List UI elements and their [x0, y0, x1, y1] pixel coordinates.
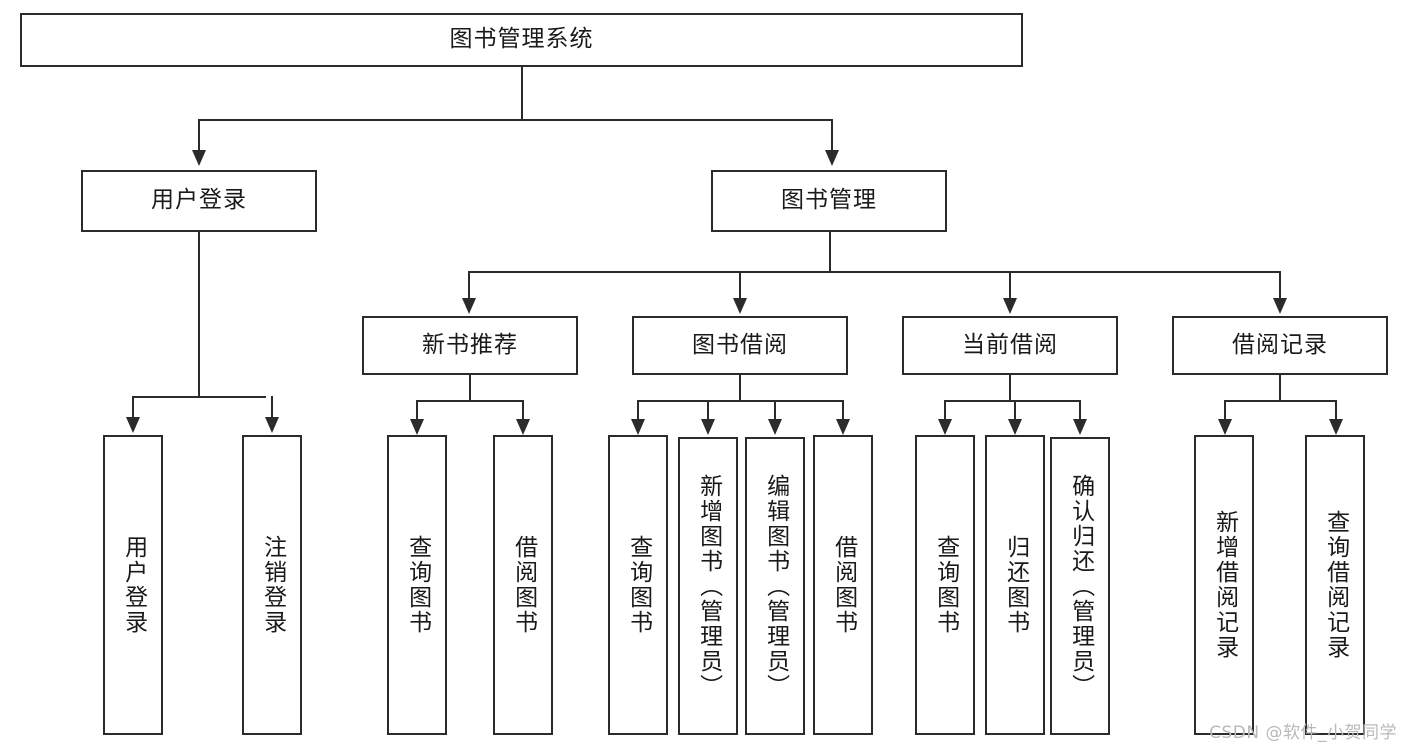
connector-book-borrow-stem	[739, 375, 741, 401]
connector-new-book-recommend-bus	[416, 400, 524, 402]
leaf-user-login[interactable]: 用户登录	[103, 435, 163, 735]
arrow-cb-to-leaf-1	[938, 419, 952, 435]
node-label: 当前借阅	[962, 331, 1058, 358]
node-label: 借阅图书	[830, 535, 857, 635]
arrow-nbr-to-leaf-2	[516, 419, 530, 435]
node-label: 新书推荐	[422, 331, 518, 358]
connector-bb-to-leaf-2	[707, 400, 709, 422]
node-label: 编辑图书（管理员）	[762, 473, 789, 699]
leaf-logout[interactable]: 注销登录	[242, 435, 302, 735]
node-label: 新增图书（管理员）	[695, 473, 722, 699]
leaf-add-borrow-record[interactable]: 新增借阅记录	[1194, 435, 1254, 735]
leaf-query-book-cb[interactable]: 查询图书	[915, 435, 975, 735]
node-label: 借阅记录	[1232, 331, 1328, 358]
leaf-confirm-return-admin[interactable]: 确认归还（管理员）	[1050, 437, 1110, 735]
connector-cb-to-leaf-2	[1014, 400, 1016, 422]
arrow-root-to-book-management	[825, 150, 839, 166]
connector-book-borrow-bus	[637, 400, 843, 402]
node-label: 查询图书	[625, 535, 652, 635]
node-label: 确认归还（管理员）	[1067, 473, 1094, 699]
node-book-management[interactable]: 图书管理	[711, 170, 947, 232]
node-label: 查询图书	[932, 535, 959, 635]
connector-root-bus	[198, 119, 833, 121]
connector-user-login-stem	[198, 232, 200, 397]
node-label: 图书借阅	[692, 331, 788, 358]
connector-nbr-to-leaf-1	[416, 400, 418, 422]
arrow-nbr-to-leaf-1	[410, 419, 424, 435]
connector-bb-to-leaf-1	[637, 400, 639, 422]
arrow-cb-to-leaf-2	[1008, 419, 1022, 435]
arrow-user-login-to-leaf-2	[265, 417, 279, 433]
connector-root-to-user-login	[198, 119, 200, 152]
connector-book-management-stem	[829, 232, 831, 272]
connector-to-book-borrow	[739, 271, 741, 300]
node-new-book-recommend[interactable]: 新书推荐	[362, 316, 578, 375]
node-label: 注销登录	[259, 535, 286, 635]
node-user-login[interactable]: 用户登录	[81, 170, 317, 232]
connector-user-login-to-leaf-2	[271, 396, 273, 419]
connector-new-book-recommend-stem	[469, 375, 471, 401]
arrow-user-login-to-leaf-1	[126, 417, 140, 433]
connector-bb-to-leaf-3	[774, 400, 776, 422]
connector-borrow-record-bus	[1224, 400, 1336, 402]
arrow-to-new-book-recommend	[462, 298, 476, 314]
connector-cb-to-leaf-3	[1079, 400, 1081, 422]
connector-current-borrow-stem	[1009, 375, 1011, 401]
leaf-edit-book-admin[interactable]: 编辑图书（管理员）	[745, 437, 805, 735]
connector-br-to-leaf-2	[1335, 400, 1337, 422]
node-label: 归还图书	[1002, 535, 1029, 635]
connector-nbr-to-leaf-2	[522, 400, 524, 422]
leaf-query-borrow-record[interactable]: 查询借阅记录	[1305, 435, 1365, 735]
connector-br-to-leaf-1	[1224, 400, 1226, 422]
arrow-bb-to-leaf-4	[836, 419, 850, 435]
node-label: 查询借阅记录	[1322, 510, 1349, 660]
node-current-borrow[interactable]: 当前借阅	[902, 316, 1118, 375]
connector-level3-bus	[468, 271, 1280, 273]
leaf-borrow-book-nbr[interactable]: 借阅图书	[493, 435, 553, 735]
connector-user-login-to-leaf-1	[132, 396, 134, 419]
arrow-bb-to-leaf-3	[768, 419, 782, 435]
leaf-add-book-admin[interactable]: 新增图书（管理员）	[678, 437, 738, 735]
connector-current-borrow-bus	[944, 400, 1080, 402]
connector-cb-to-leaf-1	[944, 400, 946, 422]
connector-to-current-borrow	[1009, 271, 1011, 300]
node-label: 用户登录	[120, 535, 147, 635]
arrow-bb-to-leaf-1	[631, 419, 645, 435]
node-label: 图书管理	[781, 187, 877, 214]
connector-bb-to-leaf-4	[842, 400, 844, 422]
node-book-borrow[interactable]: 图书借阅	[632, 316, 848, 375]
node-label: 用户登录	[151, 187, 247, 214]
node-borrow-record[interactable]: 借阅记录	[1172, 316, 1388, 375]
node-label: 图书管理系统	[449, 26, 594, 53]
connector-root-to-book-management	[831, 119, 833, 152]
connector-root-stem	[521, 67, 523, 119]
node-root-book-management-system[interactable]: 图书管理系统	[20, 13, 1023, 67]
node-label: 查询图书	[404, 535, 431, 635]
connector-user-login-bus	[132, 396, 266, 398]
arrow-to-current-borrow	[1003, 298, 1017, 314]
arrow-bb-to-leaf-2	[701, 419, 715, 435]
arrow-to-book-borrow	[733, 298, 747, 314]
connector-to-borrow-record	[1279, 271, 1281, 300]
leaf-query-book-nbr[interactable]: 查询图书	[387, 435, 447, 735]
node-label: 借阅图书	[510, 535, 537, 635]
leaf-borrow-book-bb[interactable]: 借阅图书	[813, 435, 873, 735]
node-label: 新增借阅记录	[1211, 510, 1238, 660]
leaf-return-book[interactable]: 归还图书	[985, 435, 1045, 735]
arrow-root-to-user-login	[192, 150, 206, 166]
arrow-br-to-leaf-2	[1329, 419, 1343, 435]
arrow-cb-to-leaf-3	[1073, 419, 1087, 435]
arrow-br-to-leaf-1	[1218, 419, 1232, 435]
arrow-to-borrow-record	[1273, 298, 1287, 314]
connector-borrow-record-stem	[1279, 375, 1281, 401]
connector-to-new-book-recommend	[468, 271, 470, 300]
leaf-query-book-bb[interactable]: 查询图书	[608, 435, 668, 735]
